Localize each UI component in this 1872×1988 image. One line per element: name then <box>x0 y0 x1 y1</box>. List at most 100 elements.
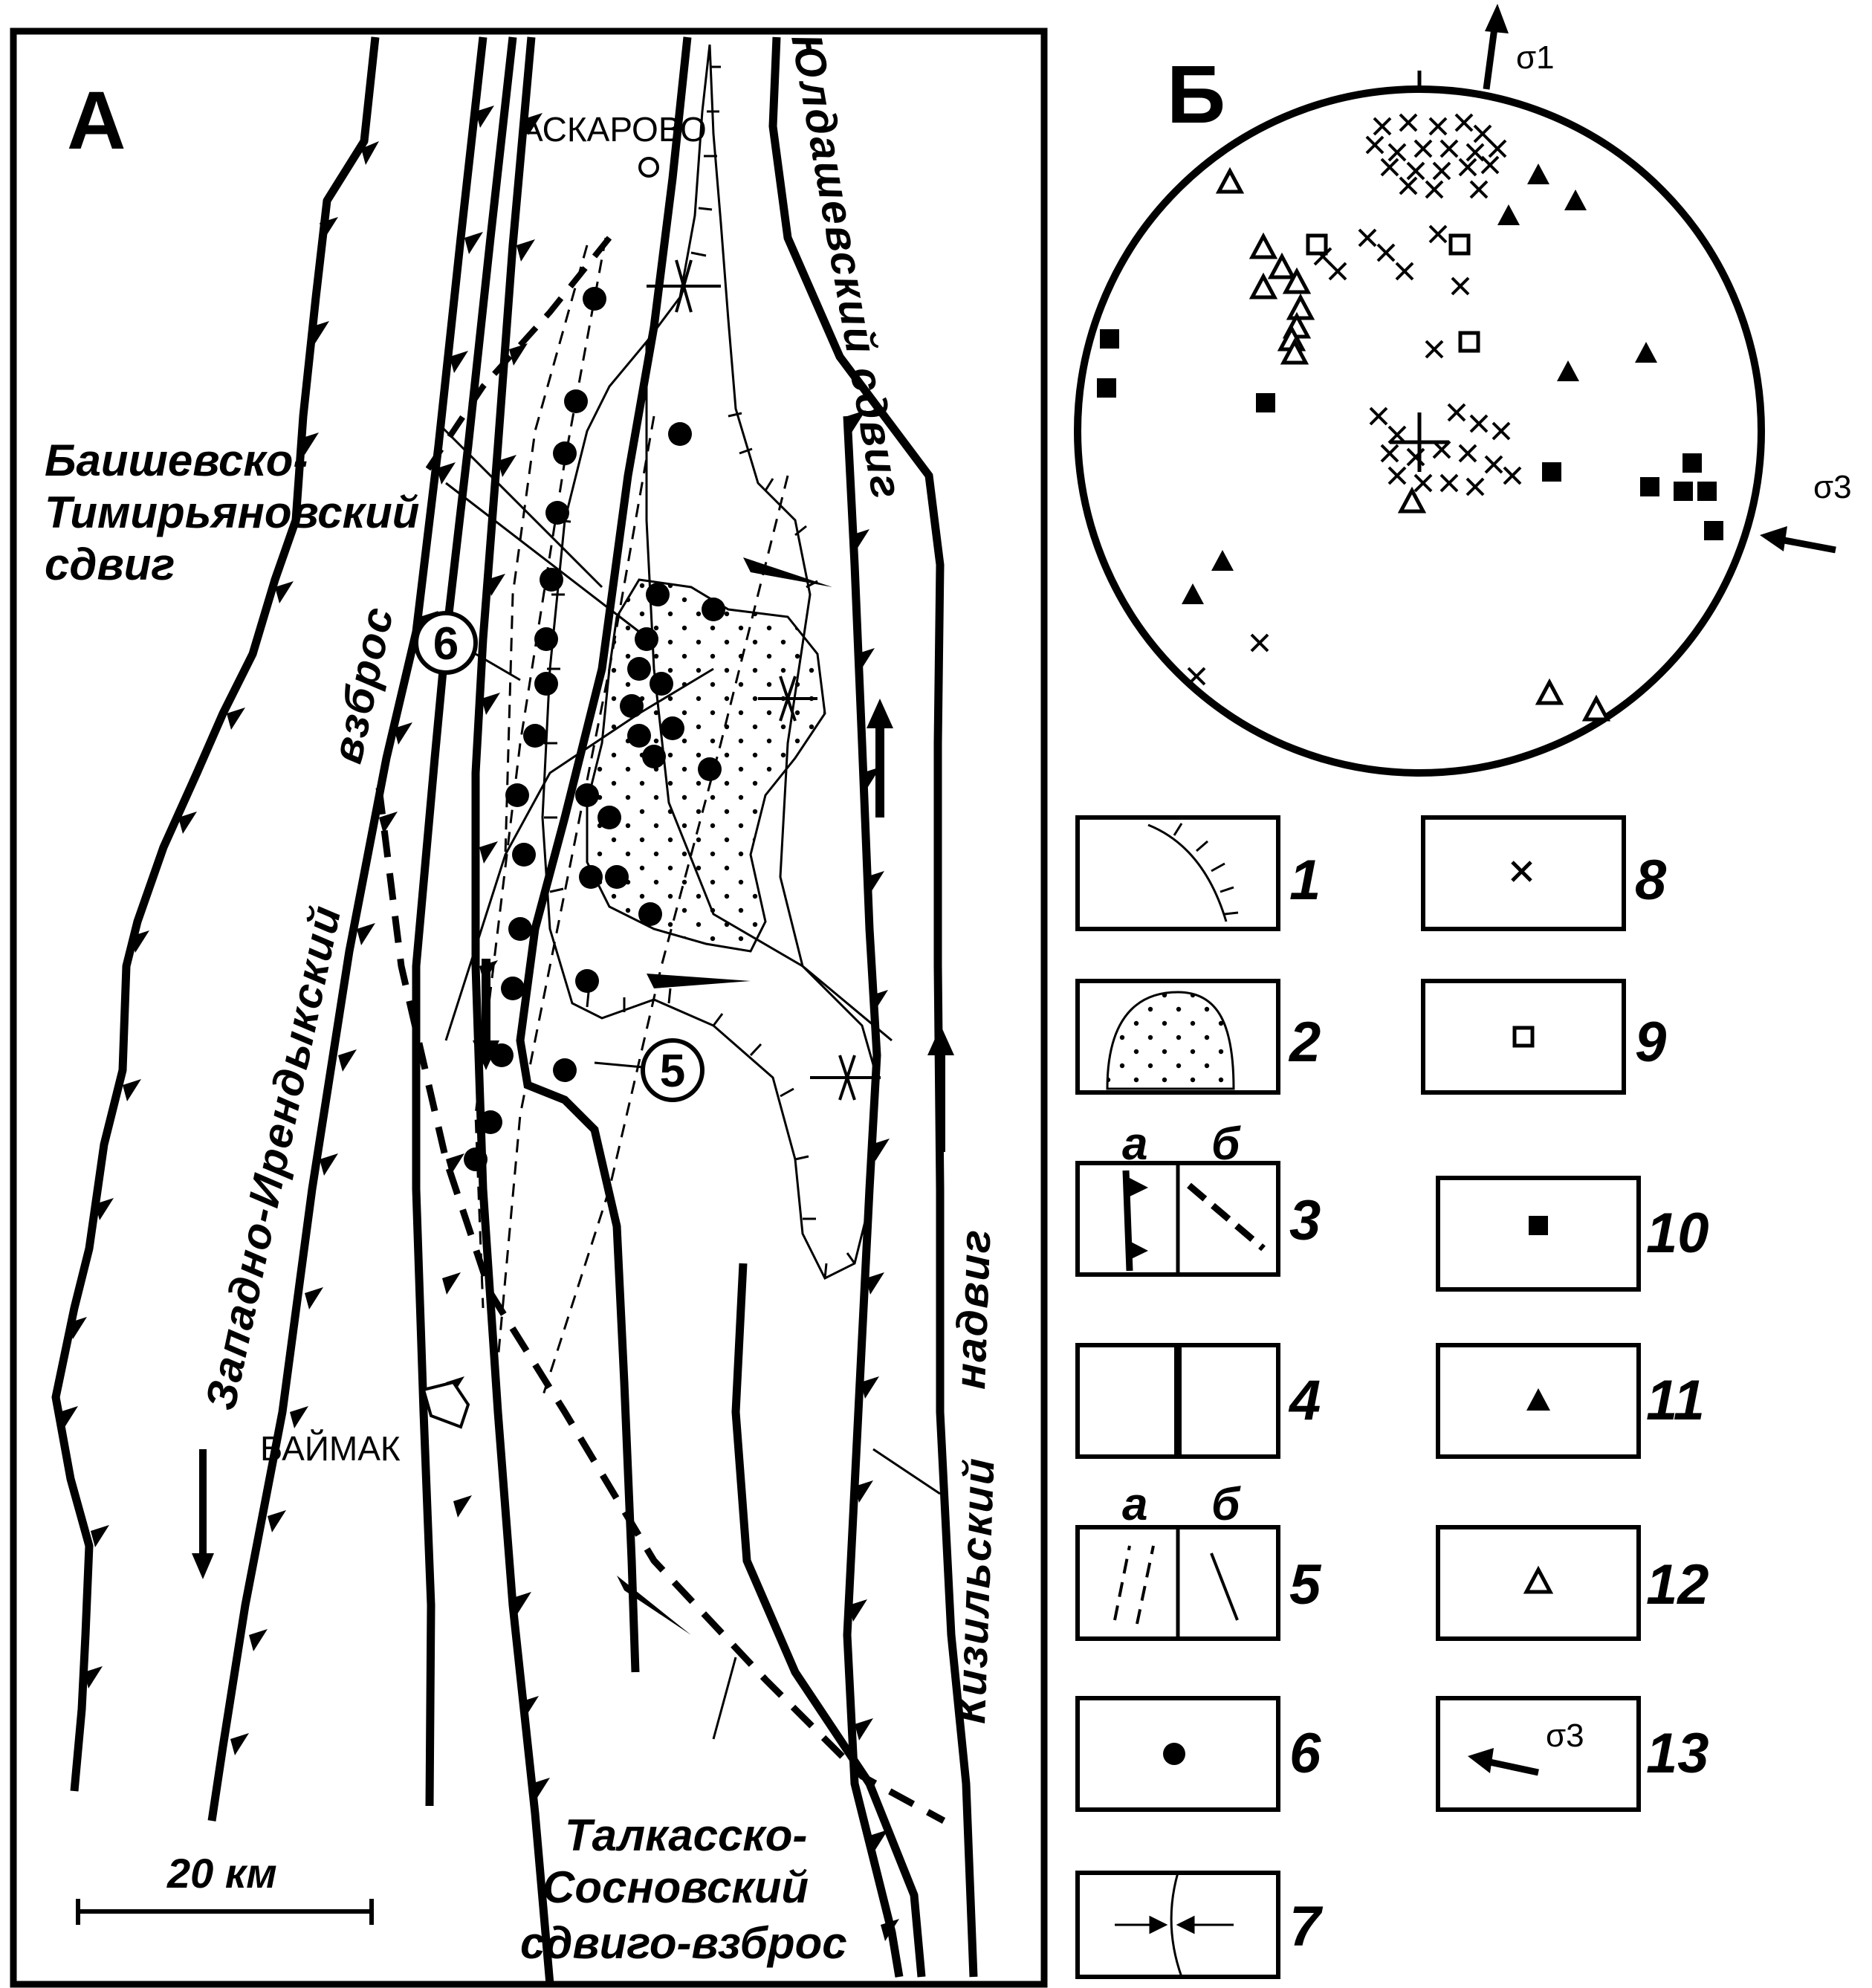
legend-3a-tooth-1 <box>1130 1178 1148 1197</box>
legend-12-open-triangle <box>1523 1565 1554 1594</box>
panel-a-frame <box>10 27 1048 1988</box>
cross-symbol <box>1428 117 1448 136</box>
legend-number-3: 3 <box>1289 1189 1321 1252</box>
shear-arrows <box>192 557 954 1635</box>
legend-number-12: 12 <box>1646 1553 1709 1616</box>
legend-6-dot <box>1163 1743 1185 1765</box>
arrow-down-west <box>192 1449 214 1579</box>
panel-b-label: Б <box>1167 49 1225 140</box>
cross-symbol <box>1413 473 1433 493</box>
legend-7-fold-line <box>1170 1872 1183 1978</box>
filled-square-symbols <box>1097 329 1723 540</box>
legend-11-filled-triangle <box>1526 1388 1550 1411</box>
fault-line-east-inner <box>731 1263 926 1978</box>
cross-symbol <box>1428 224 1448 244</box>
legend-1-basin-edge <box>1147 823 1228 922</box>
cross-symbol <box>1465 477 1485 496</box>
dashed-thin-2 <box>496 415 655 1361</box>
open-square-symbols <box>1306 233 1480 353</box>
cross-symbol <box>1399 176 1418 195</box>
talkassko-leader <box>712 1657 737 1740</box>
thin-fault-3 <box>437 422 603 589</box>
profile-marker-5-ring <box>641 1038 705 1102</box>
sigma1-arrow-shaft <box>1483 22 1499 90</box>
half-arrow-1 <box>743 557 832 587</box>
cross-symbol <box>1387 466 1407 485</box>
panel-a-map: АСКАРОВО БАЙМАК А Юлдашевский сдвиг Баиш… <box>10 27 1048 1988</box>
cross-symbol <box>1465 143 1485 162</box>
cross-symbol <box>1447 403 1466 422</box>
arrow-up-east-1 <box>867 699 893 751</box>
profile-5-leader <box>594 1061 644 1069</box>
cross-symbol <box>1484 455 1503 474</box>
half-arrow-3 <box>617 1576 691 1635</box>
fold-axis-marks <box>647 259 881 1101</box>
cross-symbol <box>1373 117 1392 136</box>
thin-fault-2 <box>444 667 714 1041</box>
kizilsky-type-label: надвиг <box>946 1228 1000 1390</box>
legend-9-open-square <box>1512 1026 1535 1048</box>
sigma3-arrow-shaft <box>1775 535 1836 554</box>
panel-a-label: А <box>67 75 126 166</box>
cross-symbol <box>1439 139 1459 158</box>
legend-5-sub-b: б <box>1211 1479 1241 1530</box>
legend-number-11: 11 <box>1646 1369 1705 1432</box>
scale-bar-label: 20 км <box>166 1850 277 1897</box>
cross-symbol <box>1458 158 1477 177</box>
cross-symbol <box>1425 340 1444 359</box>
filled-triangle-symbols <box>1182 163 1657 604</box>
legend: σ3 1 2 3 4 5 6 7 8 9 10 11 12 13 а б а б <box>1075 815 1709 1979</box>
cross-symbol <box>1358 228 1377 247</box>
dashed-fault-talkassko <box>375 787 946 1824</box>
legend-number-1: 1 <box>1289 849 1321 912</box>
cross-symbol <box>1387 425 1407 444</box>
cross-symbol <box>1425 180 1444 199</box>
legend-number-7: 7 <box>1289 1895 1324 1958</box>
legend-1-hatches <box>1173 823 1239 916</box>
center-cross <box>1390 412 1449 472</box>
legend-3a-thrust <box>1122 1170 1133 1272</box>
profile-marker-6: 6 <box>433 618 459 670</box>
legend-3a-tooth-2 <box>1130 1241 1148 1260</box>
cross-symbol <box>1413 139 1433 158</box>
baishevsko-label-2: Тимирьяновский <box>45 488 419 537</box>
open-triangle-symbols <box>1215 166 1611 722</box>
legend-number-10: 10 <box>1646 1202 1709 1265</box>
fault-line-east-bay <box>516 36 692 1673</box>
cross-symbol <box>1406 447 1425 467</box>
sigma1-arrow-head <box>1485 4 1509 33</box>
thrust-fault-far-west <box>51 36 380 1792</box>
legend-13-sigma3-shaft <box>1486 1758 1539 1776</box>
cross-symbol <box>1469 180 1489 199</box>
profile-points <box>464 287 725 1171</box>
dashed-thin-4 <box>504 245 589 855</box>
cross-symbol <box>1395 262 1414 281</box>
cross-symbols <box>1187 113 1522 686</box>
arrow-up-east-2 <box>927 1026 954 1085</box>
cross-symbol <box>1406 161 1425 181</box>
cross-symbol <box>1503 466 1522 485</box>
sigma3-arrow-head <box>1760 526 1787 551</box>
cross-symbol <box>1439 473 1459 493</box>
legend-number-8: 8 <box>1635 849 1667 912</box>
basin-hatches <box>544 65 856 1279</box>
legend-number-9: 9 <box>1635 1011 1666 1074</box>
cross-symbol <box>1432 161 1451 181</box>
legend-3-sub-b: б <box>1211 1118 1241 1170</box>
legend-number-6: 6 <box>1289 1722 1321 1785</box>
baimak-label: БАЙМАК <box>260 1429 401 1468</box>
cross-symbol <box>1488 139 1507 158</box>
legend-5-sub-a: а <box>1122 1479 1147 1530</box>
cross-symbol <box>1492 421 1511 441</box>
legend-7-arrows <box>1115 1915 1234 1934</box>
kizilsky-leader <box>872 1448 941 1495</box>
thrust-fault-kizil <box>843 415 904 1978</box>
thin-fault-inner <box>645 342 893 1042</box>
legend-5a-dash-2 <box>1136 1545 1155 1625</box>
cross-symbol <box>1458 444 1477 463</box>
cross-symbol <box>1328 262 1347 281</box>
cross-symbol <box>1432 440 1451 459</box>
cross-symbol <box>1187 667 1206 686</box>
talkassko-label-2: Сосновский <box>543 1862 809 1912</box>
